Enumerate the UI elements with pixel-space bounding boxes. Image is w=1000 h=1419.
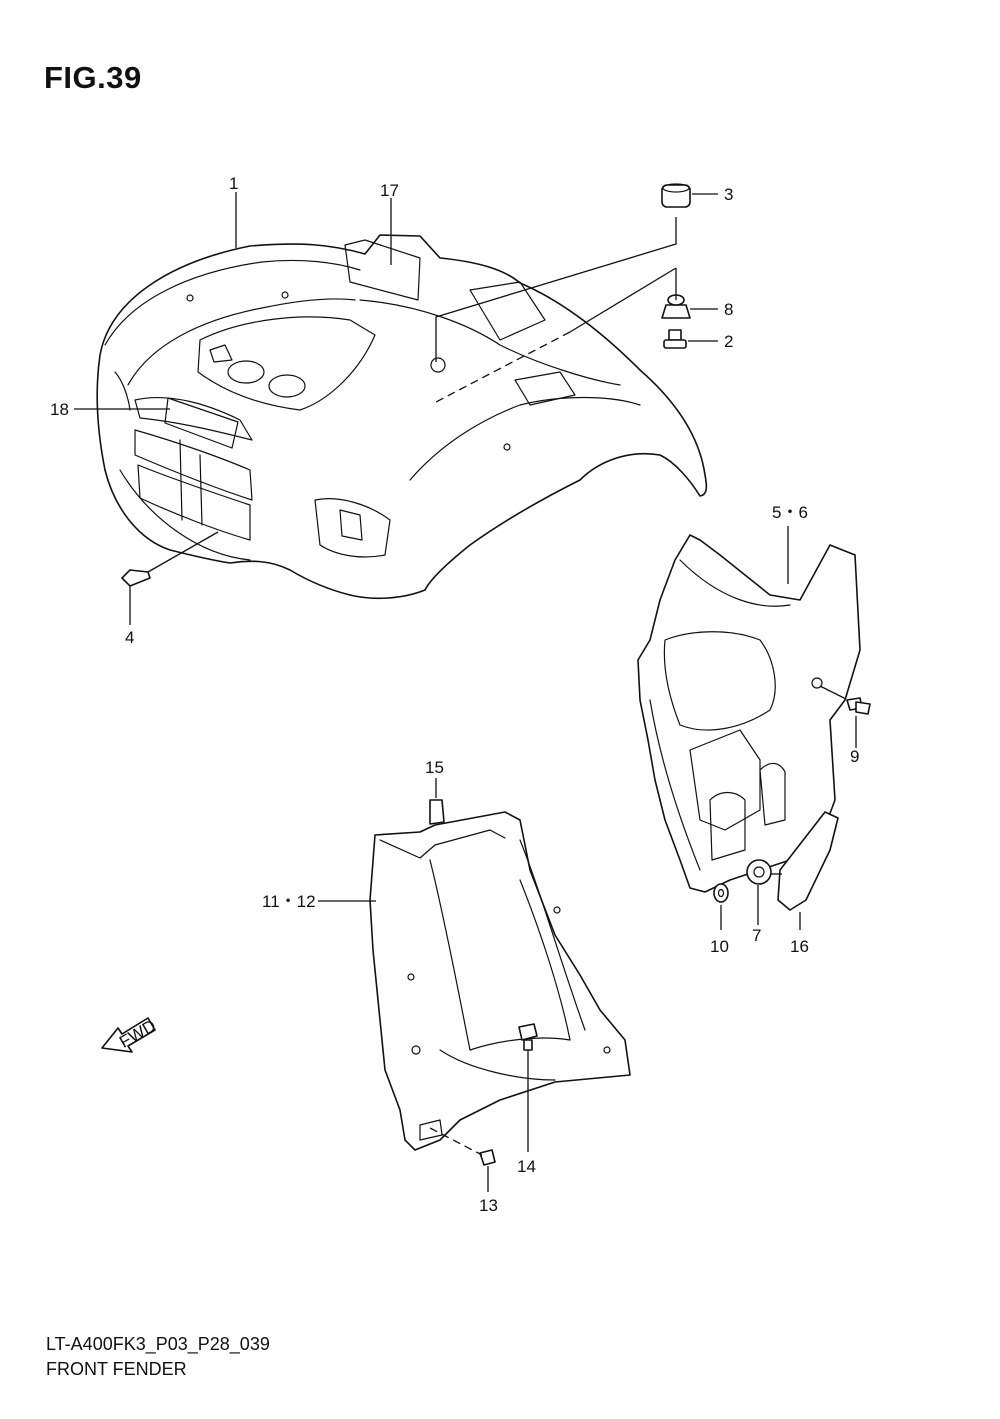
callout-17: 17 xyxy=(380,181,399,200)
callout-14: 14 xyxy=(517,1157,536,1176)
front-fender-part[interactable] xyxy=(96,234,708,600)
section-name-label: FRONT FENDER xyxy=(46,1359,187,1379)
model-code-label: LT-A400FK3_P03_P28_039 xyxy=(46,1334,270,1354)
grommet-part-7[interactable] xyxy=(746,859,772,885)
clip-part-15[interactable] xyxy=(429,799,445,825)
callout-16: 16 xyxy=(790,937,809,956)
callout-7: 7 xyxy=(752,926,761,945)
callout-13: 13 xyxy=(479,1196,498,1215)
callout-1: 1 xyxy=(229,174,238,193)
leader-lines xyxy=(74,192,857,1192)
collar-part-8[interactable] xyxy=(661,294,691,319)
fastener-part-13[interactable] xyxy=(479,1149,496,1166)
grommet-part-3[interactable] xyxy=(661,183,691,208)
callout-numbers: 1 2 3 4 5・6 7 8 9 10 11・12 13 14 15 16 1… xyxy=(50,174,859,1215)
callout-3: 3 xyxy=(724,185,733,204)
callout-10: 10 xyxy=(710,937,729,956)
screw-part-4[interactable] xyxy=(121,569,151,587)
bolt-part-2[interactable] xyxy=(663,329,687,349)
cover-part-16[interactable] xyxy=(777,811,839,911)
callout-9: 9 xyxy=(850,747,859,766)
washer-part-10[interactable] xyxy=(713,883,729,903)
callout-11-12: 11・12 xyxy=(262,892,316,911)
bolt-part-9[interactable] xyxy=(846,697,871,715)
figure-title: FIG.39 xyxy=(44,60,142,95)
forward-direction-arrow: FWD xyxy=(101,1016,159,1053)
callout-8: 8 xyxy=(724,300,733,319)
callout-2: 2 xyxy=(724,332,733,351)
callout-15: 15 xyxy=(425,758,444,777)
callout-18: 18 xyxy=(50,400,69,419)
mud-guard-part[interactable] xyxy=(369,811,631,1151)
callout-5-6: 5・6 xyxy=(772,503,808,522)
fwd-label: FWD xyxy=(116,1016,159,1052)
callout-4: 4 xyxy=(125,628,134,647)
